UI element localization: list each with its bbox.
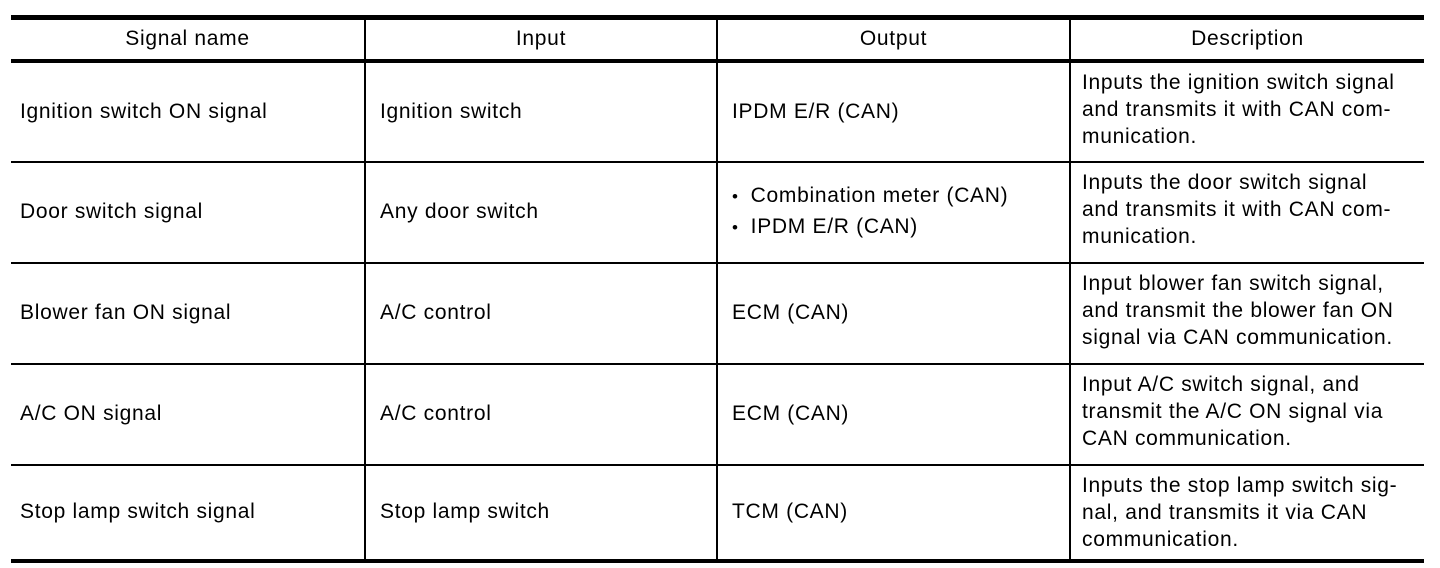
description-cell: Inputs the door switch signal and transm… — [1069, 160, 1424, 263]
output-list-item-label: Combination meter (CAN) — [750, 184, 1009, 207]
signal-reference-table: Signal name Input Output Description Ign… — [11, 15, 1424, 563]
column-header-description: Description — [1069, 17, 1424, 63]
description-cell: Inputs the ignition switch signal and tr… — [1069, 59, 1424, 162]
table-row: Ignition switch ON signal Ignition switc… — [11, 59, 1424, 162]
input-cell: Ignition switch — [364, 59, 717, 162]
output-cell: ECM (CAN) — [716, 261, 1070, 364]
table-header-row: Signal name Input Output Description — [11, 17, 1424, 63]
output-list-item: • Combination meter (CAN) — [732, 181, 1059, 212]
column-header-input: Input — [364, 17, 717, 63]
table-row: Blower fan ON signal A/C control ECM (CA… — [11, 261, 1424, 364]
bullet-icon: • — [732, 218, 739, 237]
column-header-signal-name: Signal name — [11, 17, 365, 63]
signal-name-cell: Ignition switch ON signal — [11, 59, 365, 162]
signal-name-cell: Door switch signal — [11, 160, 365, 263]
input-cell: A/C control — [364, 261, 717, 364]
output-cell: IPDM E/R (CAN) — [716, 59, 1070, 162]
description-cell: Inputs the stop lamp switch sig- nal, an… — [1069, 463, 1424, 561]
description-cell: Input blower fan switch signal, and tran… — [1069, 261, 1424, 364]
bullet-icon: • — [732, 187, 739, 206]
signal-name-cell: Blower fan ON signal — [11, 261, 365, 364]
output-list-item-label: IPDM E/R (CAN) — [750, 215, 918, 238]
output-cell: ECM (CAN) — [716, 362, 1070, 465]
column-header-output: Output — [716, 17, 1070, 63]
input-cell: Any door switch — [364, 160, 717, 263]
table-row: A/C ON signal A/C control ECM (CAN) Inpu… — [11, 362, 1424, 465]
signal-name-cell: Stop lamp switch signal — [11, 463, 365, 561]
output-cell: • Combination meter (CAN) • IPDM E/R (CA… — [716, 160, 1070, 263]
output-list-item: • IPDM E/R (CAN) — [732, 212, 1059, 243]
table-row: Stop lamp switch signal Stop lamp switch… — [11, 463, 1424, 561]
signal-name-cell: A/C ON signal — [11, 362, 365, 465]
input-cell: A/C control — [364, 362, 717, 465]
description-cell: Input A/C switch signal, and transmit th… — [1069, 362, 1424, 465]
table-row: Door switch signal Any door switch • Com… — [11, 160, 1424, 263]
input-cell: Stop lamp switch — [364, 463, 717, 561]
output-cell: TCM (CAN) — [716, 463, 1070, 561]
